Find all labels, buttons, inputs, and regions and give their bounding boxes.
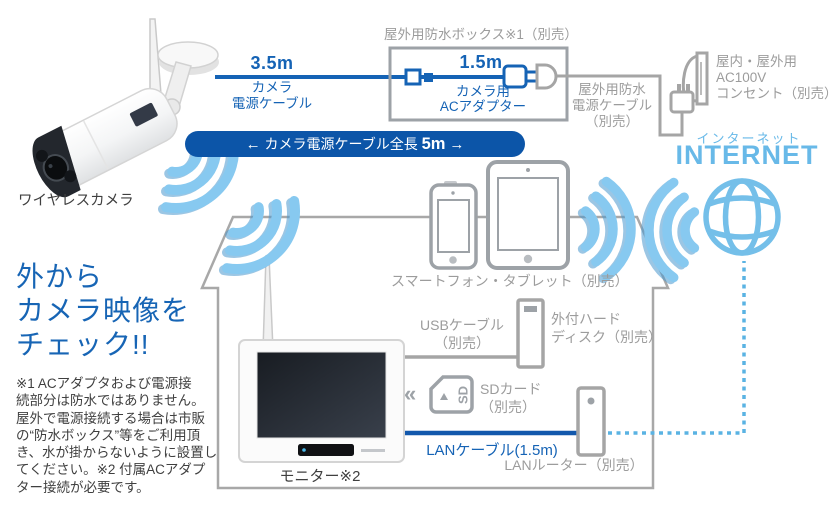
- internet-label-jp: インターネット: [696, 131, 802, 146]
- banner-value: 5m: [421, 135, 446, 153]
- waterproof-box-outline: [388, 46, 569, 122]
- power-plug-socket-icon: [535, 63, 558, 90]
- monitor-illustration: [238, 255, 405, 463]
- cable1-length: 3.5m: [250, 53, 294, 73]
- banner-arrow-right: →: [449, 136, 465, 153]
- outlet-label-line3: コンセント（別売）: [716, 86, 838, 101]
- lan-router-label: LANルーター（別売）: [504, 457, 644, 473]
- camera-label: ワイヤレスカメラ: [18, 193, 134, 209]
- ext-power-cable-line3: （別売）: [585, 114, 639, 129]
- usb-label-line2: （別売）: [434, 335, 490, 351]
- headline: 外から カメラ映像を チェック!!: [16, 260, 190, 362]
- lan-cable-label: LANケーブル(1.5m): [426, 442, 558, 459]
- usb-label-line1: USBケーブル: [420, 317, 504, 333]
- cable-plug-icon: [424, 73, 433, 82]
- banner-label: カメラ電源ケーブル全長: [264, 136, 418, 152]
- sd-insert-chevron-icon: «: [404, 381, 417, 406]
- ext-power-cable-line1: 屋外用防水: [578, 82, 646, 97]
- cable-connector-icon: [404, 68, 422, 86]
- footnote-line1: ※1 ACアダプタおよび電源接: [16, 376, 192, 391]
- adapter-name-line1: カメラ用: [456, 84, 510, 99]
- camera-power-cable-line: [215, 64, 536, 89]
- monitor-led: [302, 448, 306, 452]
- hdd-label-line2: ディスク（別売）: [551, 329, 663, 345]
- sd-label-line2: （別売）: [480, 399, 536, 415]
- smartphone-icon: [429, 181, 478, 270]
- monitor-label: モニター※2: [279, 468, 361, 485]
- footnote-line6: てください。※2 付属ACアダプ: [16, 462, 206, 478]
- ext-power-cable-line2: 電源ケーブル: [571, 98, 653, 113]
- cable1-name-line2: 電源ケーブル: [231, 96, 313, 111]
- ac-adapter-icon: [502, 64, 528, 89]
- outlet-label-line1: 屋内・屋外用: [716, 54, 797, 69]
- outlet-label-line2: AC100V: [716, 70, 767, 85]
- sd-card-icon: SD: [429, 375, 474, 414]
- cable-total-length-banner: ← カメラ電源ケーブル全長 5m →: [185, 131, 525, 157]
- internet-link-dotted-line: [608, 261, 746, 435]
- footnote-line2: 続部分は防水ではありません。: [16, 393, 205, 409]
- tablet-icon: [486, 160, 570, 270]
- footnote-line7: ター接続が必要です。: [16, 479, 150, 495]
- adapter-name-line2: ACアダプター: [439, 99, 527, 114]
- footnote-line4: の“防水ボックス”等をご利用頂: [16, 427, 201, 443]
- camera-fhd-badge: [129, 102, 158, 127]
- hdd-label-line1: 外付ハード: [551, 311, 621, 327]
- internet-globe-icon: [703, 178, 781, 256]
- house-outline: [200, 215, 670, 490]
- footnote-line3: 屋外で電源接続する場合は市販: [16, 410, 205, 426]
- lan-router-icon: [576, 386, 606, 457]
- adapter-length: 1.5m: [459, 52, 503, 72]
- internet-label-en: INTERNET: [675, 140, 819, 170]
- monitor-logo: [361, 449, 385, 452]
- external-hdd-icon: [516, 298, 545, 369]
- monitor-speaker-bar: [298, 444, 354, 456]
- headline-line2: カメラ映像を: [16, 295, 191, 326]
- footnote: ※1 ACアダプタおよび電源接 続部分は防水ではありません。 屋外で電源接続する…: [16, 375, 217, 496]
- cable1-name-line1: カメラ: [251, 80, 293, 95]
- wireless-camera-illustration: [32, 18, 219, 198]
- footnote-line5: き、水が掛からないように設置し: [16, 445, 218, 461]
- banner-arrow-left: ←: [245, 136, 261, 153]
- ac-outlet-icon: [669, 51, 709, 114]
- headline-line3: チェック!!: [16, 329, 150, 360]
- waterproof-box-label: 屋外用防水ボックス※1（別売）: [384, 27, 578, 42]
- sd-label-line1: SDカード: [480, 381, 542, 397]
- sd-card-text: SD: [456, 386, 471, 404]
- internet-wifi-waves-icon: [580, 176, 700, 283]
- smartphone-tablet-label: スマートフォン・タブレット（別売）: [391, 273, 629, 289]
- headline-line1: 外から: [16, 261, 104, 292]
- outdoor-power-cord-line: [556, 74, 684, 137]
